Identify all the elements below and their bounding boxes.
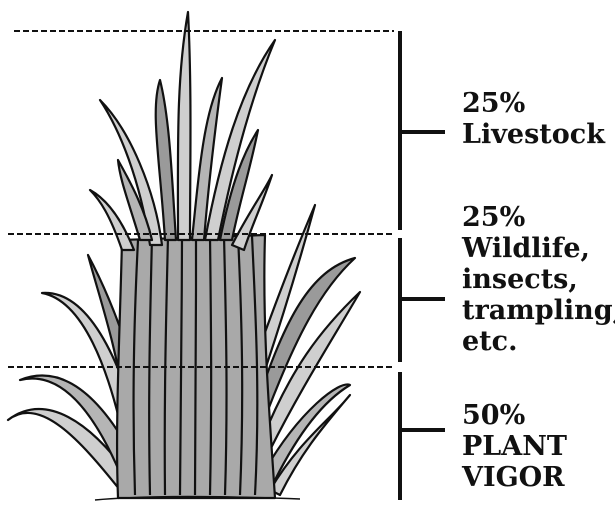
wildlife-text-line-1: Wildlife,	[462, 233, 615, 264]
section-brackets	[400, 31, 445, 500]
wildlife-text-line-2: insects,	[462, 264, 615, 295]
wildlife-text-line-3: trampling,	[462, 295, 615, 326]
grass-plant-illustration	[8, 12, 360, 500]
livestock-text: Livestock	[462, 119, 605, 150]
plant-vigor-text-line-1: PLANT	[462, 431, 567, 462]
livestock-percent: 25%	[462, 88, 605, 119]
wildlife-label: 25% Wildlife, insects, trampling, etc.	[462, 202, 615, 357]
plant-vigor-percent: 50%	[462, 400, 567, 431]
plant-vigor-label: 50% PLANT VIGOR	[462, 400, 567, 493]
plant-vigor-text-line-2: VIGOR	[462, 462, 567, 493]
wildlife-text-line-4: etc.	[462, 326, 615, 357]
livestock-label: 25% Livestock	[462, 88, 605, 150]
wildlife-percent: 25%	[462, 202, 615, 233]
